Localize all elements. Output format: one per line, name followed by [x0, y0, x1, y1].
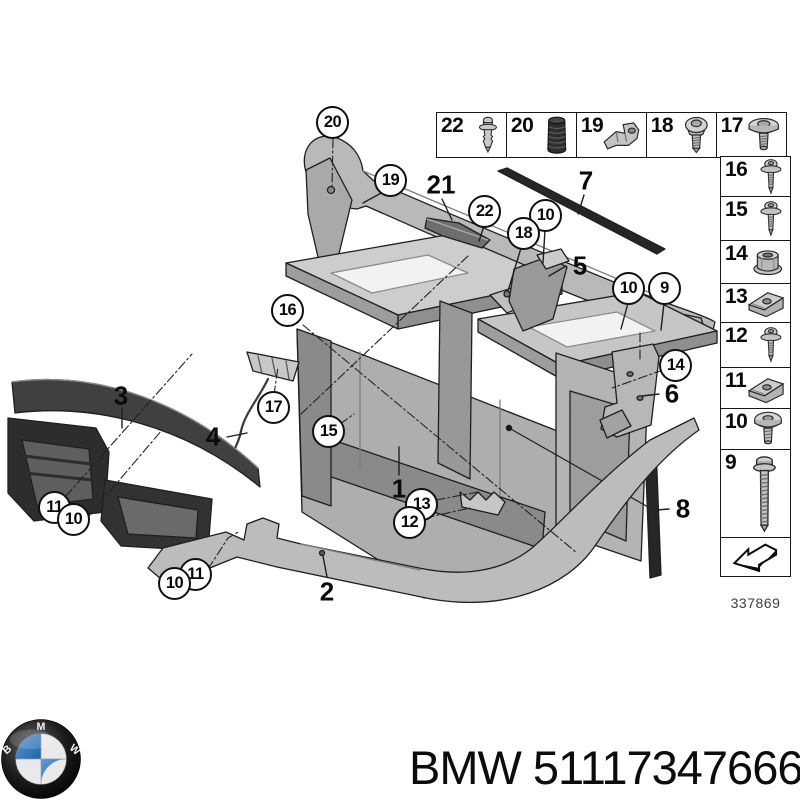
flange-screw-icon: [754, 325, 788, 365]
legend-cell-11: 11: [720, 367, 791, 411]
legend-cell-19: 19: [575, 112, 648, 158]
legend-cell-13: 13: [720, 283, 791, 324]
part-2-lower-carrier: [147, 417, 700, 604]
legend-cell-12: 12: [720, 321, 791, 369]
part-number-caption: BMW 51117347666: [409, 741, 800, 794]
part-7-seal-strip: [497, 167, 666, 255]
callout-circle-20: 20: [316, 106, 349, 139]
legend-top-row: 22 20 19 18 17: [436, 112, 788, 158]
legend-cell-20: 20: [505, 112, 578, 158]
callout-circle-10: 10: [529, 199, 562, 232]
logo-letter: M: [37, 721, 46, 733]
flange-screw-icon: [754, 199, 788, 239]
clip-nut-icon: [744, 286, 788, 320]
pan-head-screw-icon: [678, 115, 715, 155]
legend-cell-15: 15: [720, 196, 791, 242]
legend-item-number: 19: [580, 114, 604, 137]
callout-circle-12: 12: [393, 506, 426, 539]
callout-label-21: 21: [426, 169, 456, 200]
sheet-number: 337869: [730, 595, 781, 611]
legend-cell-10: 10: [720, 408, 791, 451]
legend-item-number: 12: [725, 323, 748, 347]
legend-item-number: 16: [725, 158, 748, 181]
legend-item-number: 18: [650, 114, 674, 137]
mushroom-screw-icon: [748, 409, 788, 449]
legend-item-number: 9: [725, 450, 737, 474]
callout-circle-10: 10: [57, 503, 90, 536]
callout-circle-19: 19: [374, 164, 407, 197]
part-3-air-duct: [7, 379, 261, 552]
callout-circle-22: 22: [468, 195, 501, 228]
bmw-logo: B M W: [1, 719, 82, 799]
callout-circle-17: 17: [257, 391, 290, 424]
callout-circle-15: 15: [312, 415, 345, 448]
callout-label-3: 3: [113, 380, 129, 411]
long-bolt-icon: [741, 453, 788, 535]
callout-circle-16: 16: [271, 294, 304, 327]
legend-item-number: 20: [510, 114, 534, 137]
legend-cell-17: 17: [715, 112, 788, 158]
flange-screw-icon: [754, 157, 788, 197]
washer-head-screw-icon: [743, 116, 784, 154]
legend-cell-18: 18: [645, 112, 718, 158]
callout-circle-9: 9: [648, 272, 681, 305]
direction-arrow-icon: [731, 540, 780, 574]
legend-item-number: 11: [725, 369, 747, 393]
centerlines: [65, 138, 664, 570]
legend-item-number: 10: [725, 410, 748, 434]
legend-item-number: 22: [441, 114, 464, 137]
callout-label-1: 1: [391, 473, 407, 504]
legend-cell-9: 9: [720, 448, 791, 539]
legend-item-number: 15: [725, 198, 748, 222]
clip-nut-icon: [744, 372, 788, 406]
callout-circle-18: 18: [507, 217, 540, 250]
callout-label-2: 2: [319, 576, 335, 607]
legend-cell-arrow: [720, 537, 791, 578]
callout-circle-14: 14: [659, 349, 692, 382]
callout-circle-10: 10: [158, 567, 191, 600]
legend-cell-14: 14: [720, 239, 791, 285]
callout-label-7: 7: [578, 165, 594, 196]
logo-quadrant: [41, 759, 67, 785]
callout-circle-10: 10: [612, 272, 645, 305]
expansion-rivet-icon: [471, 115, 505, 155]
legend-cell-16: 16: [720, 156, 791, 198]
part-6-bracket: [599, 343, 660, 439]
callout-label-4: 4: [205, 421, 221, 452]
legend-item-number: 13: [725, 285, 748, 309]
leader-lines: [121, 191, 670, 578]
flange-nut-icon: [747, 243, 788, 281]
callout-label-8: 8: [675, 493, 691, 524]
holder-clip-icon: [599, 116, 644, 154]
callout-label-6: 6: [664, 378, 680, 409]
legend-right-column: 16 15 14 13 12 11 10 9: [720, 156, 791, 578]
legend-item-number: 17: [720, 114, 744, 137]
legend-cell-22: 22: [436, 112, 508, 158]
part-21-trim: [424, 217, 491, 249]
part-5-bracket: [489, 248, 570, 332]
legend-item-number: 14: [725, 241, 748, 265]
rubber-buffer-icon: [539, 114, 575, 156]
logo-quadrant: [15, 733, 41, 759]
callout-label-5: 5: [572, 250, 588, 281]
